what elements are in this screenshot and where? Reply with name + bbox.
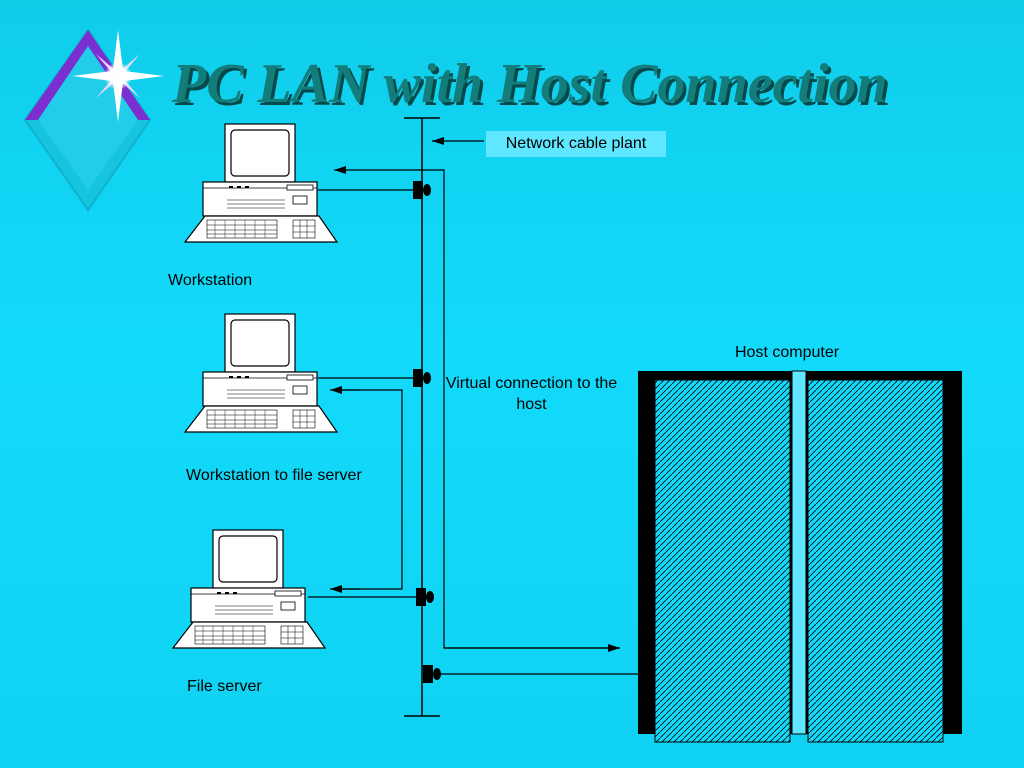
workstation-label: Workstation xyxy=(168,272,253,289)
file-server-label: File server xyxy=(187,678,262,695)
file-server-icon xyxy=(172,529,326,649)
virtual-connection-label: Virtual connection to the host xyxy=(445,375,618,413)
diamond-star-icon xyxy=(23,28,164,212)
network-cable-plant-label: Network cable plant xyxy=(486,131,666,157)
host-computer-icon xyxy=(638,370,962,743)
network-backbone xyxy=(404,117,440,717)
workstation-to-file-server-label: Workstation to file server xyxy=(186,467,362,484)
workstation-tap-icon xyxy=(413,181,431,199)
file-server-path xyxy=(334,389,403,590)
workstation-icon xyxy=(184,123,338,243)
host-computer-label: Host computer xyxy=(735,344,840,361)
workstation-to-file-server-icon xyxy=(184,313,338,433)
workstation-to-file-server-tap-icon xyxy=(413,369,431,387)
file-server-tap-icon xyxy=(416,588,434,606)
slide-title: PC LAN with Host Connection xyxy=(172,53,888,115)
